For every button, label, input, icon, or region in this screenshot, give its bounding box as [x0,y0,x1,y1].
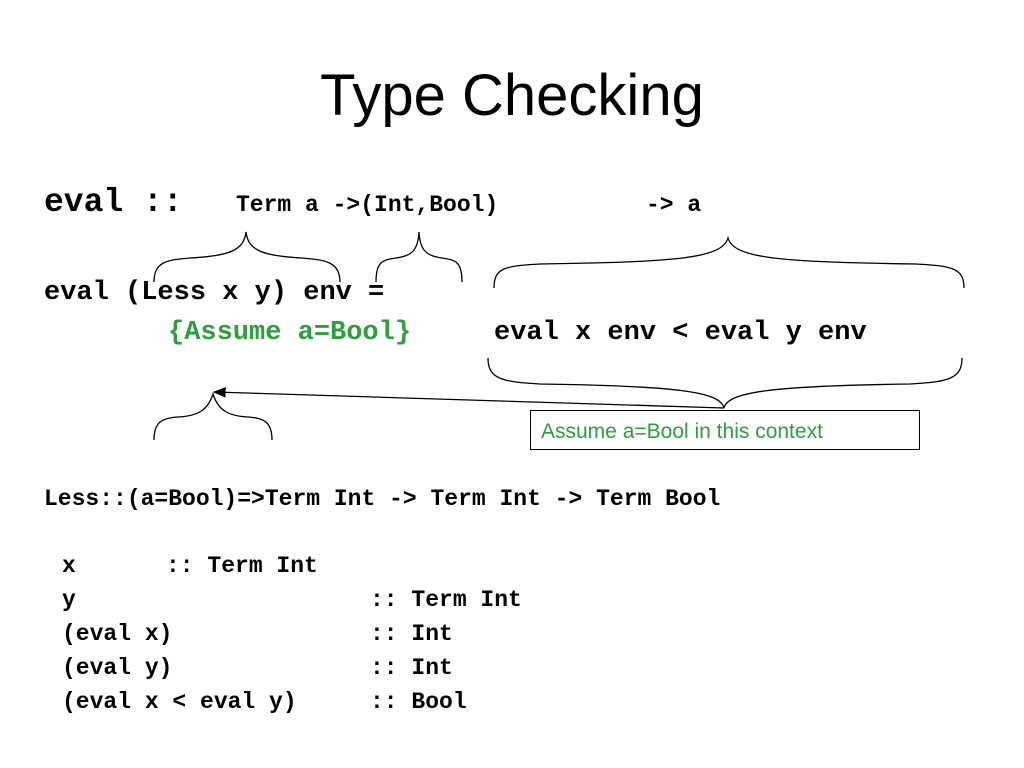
typing-expr: x [62,553,76,579]
typing-type: :: Term Int [166,553,318,579]
typing-expr: y [62,587,76,613]
brace-return-a [493,235,965,289]
less-signature: Less::(a=Bool)=>Term Int -> Term Int -> … [44,486,721,512]
typing-type: :: Term Int [370,587,522,613]
brace-less [153,391,273,441]
brace-env [375,231,463,283]
typing-expr: (eval x < eval y) [62,689,297,715]
callout-box: Assume a=Bool in this context [530,410,920,450]
typing-expr: (eval x) [62,621,173,647]
callout-arrow [212,387,725,409]
signature-eval: eval :: [44,184,183,221]
signature-params: Term a ->(Int,Bool) [236,192,499,218]
definition-rhs: eval x env < eval y env [494,318,867,348]
definition-lhs: eval (Less x y) env = [44,278,385,308]
typing-type: :: Bool [370,689,467,715]
brace-rhs [487,357,963,409]
typing-type: :: Int [370,621,453,647]
brace-term-a [153,231,341,283]
slide-title: Type Checking [320,63,704,128]
typing-expr: (eval y) [62,655,173,681]
typing-type: :: Int [370,655,453,681]
assume-annotation: {Assume a=Bool} [168,318,412,348]
signature-return: -> a [646,192,702,218]
